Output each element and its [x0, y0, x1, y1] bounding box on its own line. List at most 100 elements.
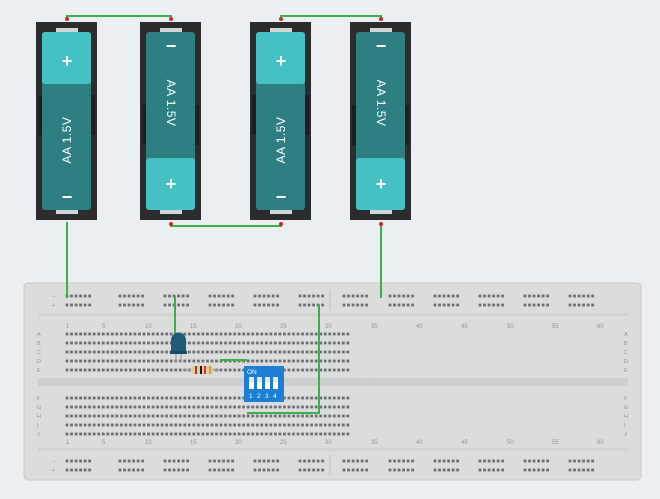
breadboard-hole[interactable]: [169, 405, 173, 409]
breadboard-hole[interactable]: [483, 303, 486, 307]
breadboard-hole[interactable]: [283, 341, 286, 345]
breadboard-hole[interactable]: [123, 468, 126, 472]
breadboard-hole[interactable]: [319, 414, 323, 418]
breadboard-hole[interactable]: [537, 468, 540, 472]
breadboard-hole[interactable]: [118, 468, 122, 472]
breadboard-hole[interactable]: [292, 332, 295, 336]
breadboard-hole[interactable]: [83, 303, 87, 307]
breadboard-hole[interactable]: [217, 294, 221, 298]
breadboard-hole[interactable]: [97, 359, 101, 363]
breadboard-hole[interactable]: [124, 414, 128, 418]
breadboard-hole[interactable]: [237, 332, 241, 336]
breadboard-hole[interactable]: [187, 423, 191, 427]
breadboard-hole[interactable]: [255, 341, 259, 345]
breadboard-hole[interactable]: [233, 332, 237, 336]
breadboard-hole[interactable]: [251, 332, 255, 336]
breadboard-hole[interactable]: [276, 303, 280, 307]
breadboard-hole[interactable]: [187, 432, 191, 436]
breadboard-hole[interactable]: [258, 303, 261, 307]
breadboard-hole[interactable]: [264, 332, 268, 336]
breadboard-hole[interactable]: [496, 294, 500, 298]
breadboard-hole[interactable]: [260, 350, 264, 354]
breadboard-hole[interactable]: [119, 332, 123, 336]
breadboard-hole[interactable]: [447, 294, 450, 298]
breadboard-hole[interactable]: [168, 294, 171, 298]
breadboard-hole[interactable]: [156, 341, 159, 345]
breadboard-hole[interactable]: [278, 341, 282, 345]
breadboard-hole[interactable]: [201, 396, 205, 400]
breadboard-hole[interactable]: [138, 350, 141, 354]
breadboard-hole[interactable]: [307, 459, 311, 463]
breadboard-hole[interactable]: [92, 432, 96, 436]
breadboard-hole[interactable]: [365, 459, 369, 463]
breadboard-hole[interactable]: [70, 303, 73, 307]
breadboard-hole[interactable]: [305, 359, 309, 363]
breadboard-hole[interactable]: [206, 423, 209, 427]
breadboard-hole[interactable]: [97, 350, 101, 354]
breadboard-hole[interactable]: [319, 332, 323, 336]
breadboard-hole[interactable]: [196, 341, 200, 345]
breadboard-hole[interactable]: [74, 294, 78, 298]
breadboard-hole[interactable]: [129, 350, 132, 354]
breadboard-hole[interactable]: [321, 459, 325, 463]
breadboard-hole[interactable]: [88, 459, 92, 463]
breadboard-hole[interactable]: [251, 350, 255, 354]
breadboard-hole[interactable]: [219, 332, 223, 336]
breadboard-hole[interactable]: [346, 350, 350, 354]
breadboard-hole[interactable]: [483, 459, 486, 463]
breadboard-hole[interactable]: [287, 396, 291, 400]
breadboard-hole[interactable]: [178, 432, 182, 436]
breadboard-hole[interactable]: [298, 459, 302, 463]
breadboard-hole[interactable]: [332, 341, 336, 345]
breadboard-hole[interactable]: [276, 294, 280, 298]
breadboard-hole[interactable]: [310, 332, 314, 336]
breadboard-hole[interactable]: [456, 468, 460, 472]
breadboard-hole[interactable]: [269, 423, 273, 427]
breadboard-hole[interactable]: [310, 359, 314, 363]
breadboard-hole[interactable]: [276, 468, 280, 472]
breadboard-hole[interactable]: [186, 468, 190, 472]
breadboard-hole[interactable]: [147, 432, 150, 436]
breadboard-hole[interactable]: [79, 368, 82, 372]
breadboard-hole[interactable]: [210, 350, 214, 354]
breadboard-hole[interactable]: [233, 414, 237, 418]
breadboard-hole[interactable]: [303, 468, 306, 472]
breadboard-hole[interactable]: [393, 294, 396, 298]
breadboard-hole[interactable]: [269, 405, 273, 409]
breadboard-hole[interactable]: [88, 432, 92, 436]
breadboard-hole[interactable]: [332, 332, 336, 336]
breadboard-hole[interactable]: [226, 459, 230, 463]
breadboard-hole[interactable]: [192, 396, 196, 400]
breadboard-hole[interactable]: [79, 405, 82, 409]
dip-toggle-1[interactable]: [249, 377, 254, 389]
breadboard-hole[interactable]: [262, 294, 266, 298]
breadboard-hole[interactable]: [347, 294, 350, 298]
breadboard-hole[interactable]: [151, 432, 155, 436]
breadboard-hole[interactable]: [79, 396, 82, 400]
breadboard-hole[interactable]: [213, 303, 216, 307]
breadboard-hole[interactable]: [328, 432, 332, 436]
breadboard-hole[interactable]: [215, 341, 218, 345]
breadboard-hole[interactable]: [346, 432, 350, 436]
breadboard-hole[interactable]: [292, 432, 295, 436]
breadboard-hole[interactable]: [260, 432, 264, 436]
breadboard-hole[interactable]: [260, 423, 264, 427]
breadboard-hole[interactable]: [210, 405, 214, 409]
breadboard-hole[interactable]: [119, 368, 123, 372]
breadboard-hole[interactable]: [201, 359, 205, 363]
breadboard-hole[interactable]: [201, 405, 205, 409]
breadboard-hole[interactable]: [106, 368, 110, 372]
breadboard-hole[interactable]: [187, 405, 191, 409]
breadboard-hole[interactable]: [541, 303, 545, 307]
breadboard-hole[interactable]: [528, 303, 531, 307]
breadboard-hole[interactable]: [278, 359, 282, 363]
breadboard-hole[interactable]: [79, 303, 82, 307]
breadboard-hole[interactable]: [151, 396, 155, 400]
breadboard-hole[interactable]: [160, 423, 164, 427]
breadboard-hole[interactable]: [219, 350, 223, 354]
breadboard-hole[interactable]: [79, 294, 82, 298]
breadboard-hole[interactable]: [332, 414, 336, 418]
breadboard-hole[interactable]: [402, 294, 405, 298]
breadboard-hole[interactable]: [97, 341, 101, 345]
breadboard-hole[interactable]: [296, 396, 300, 400]
